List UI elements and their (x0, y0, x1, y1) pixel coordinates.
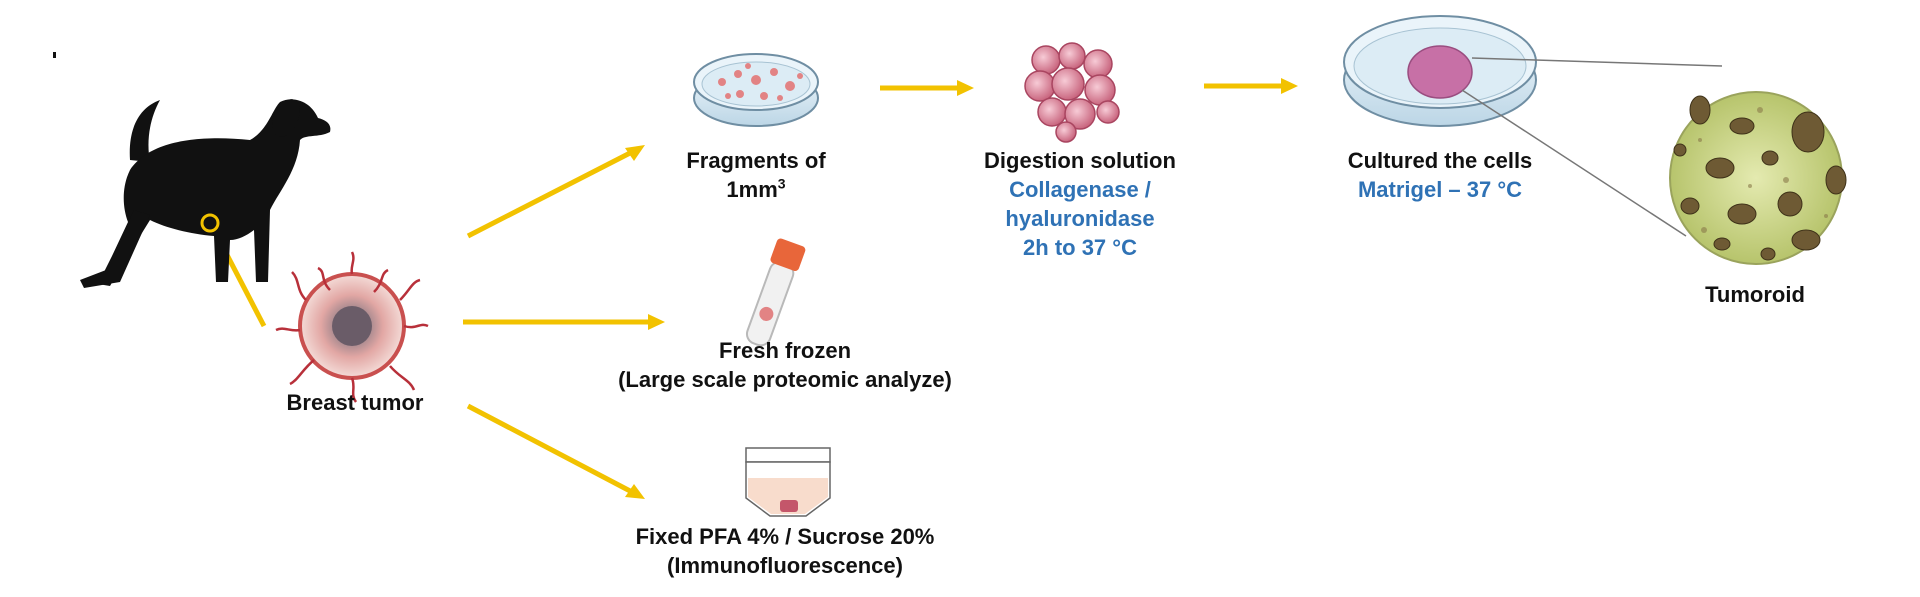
arrow-head-digestion (957, 80, 974, 96)
petri-dish-fragments-icon (693, 53, 819, 127)
fixed-line1: Fixed PFA 4% / Sucrose 20% (635, 524, 935, 549)
fixed-label: Fixed PFA 4% / Sucrose 20% (Immunofluore… (600, 522, 970, 580)
stray-mark (53, 52, 56, 58)
dog-icon (80, 99, 331, 288)
arrow-to-fixed (466, 403, 634, 495)
cultured-title: Cultured the cells (1347, 148, 1533, 173)
cryotube-icon (745, 238, 806, 347)
tumoroid-micrograph-icon (1669, 91, 1847, 265)
fixed-line2: (Immunofluorescence) (667, 553, 903, 578)
zoom-lines (1461, 57, 1723, 237)
culture-dish-icon (1343, 15, 1537, 127)
tumoroid-label: Tumoroid (1705, 282, 1805, 307)
fragments-size-exponent: 3 (777, 175, 786, 192)
digestion-line2: hyaluronidase (1005, 206, 1155, 231)
fragments-label: Fragments of 1mm3 (656, 146, 856, 204)
fresh-frozen-label: Fresh frozen (Large scale proteomic anal… (600, 336, 970, 394)
sample-site-ring (200, 213, 220, 233)
fragments-label-line1: Fragments of (686, 148, 826, 173)
fixation-cassette-icon (745, 447, 831, 517)
digestion-label: Digestion solution Collagenase / hyaluro… (960, 146, 1200, 262)
arrow-head-fresh-frozen (648, 314, 665, 330)
arrows (209, 78, 1298, 499)
fresh-frozen-line2: (Large scale proteomic analyze) (618, 367, 952, 392)
fresh-frozen-line1: Fresh frozen (718, 338, 852, 363)
arrow-head-fixed (625, 484, 645, 499)
cultured-label: Cultured the cells Matrigel – 37 °C (1320, 146, 1560, 204)
digestion-line1: Collagenase / (1009, 177, 1151, 202)
arrow-head-culture (1281, 78, 1298, 94)
breast-tumor-icon (275, 251, 429, 403)
digestion-line3: 2h to 37 °C (1023, 235, 1137, 260)
arrow-to-fragments (466, 149, 634, 239)
breast-tumor-label: Breast tumor (286, 390, 424, 415)
digestion-title: Digestion solution (984, 148, 1176, 173)
fragments-label-line2: 1mm3 (656, 175, 856, 204)
cell-cluster-icon (1024, 42, 1120, 143)
arrow-head-fragments (625, 145, 645, 161)
fragments-size: 1mm (726, 177, 778, 202)
cultured-detail: Matrigel – 37 °C (1357, 177, 1523, 202)
